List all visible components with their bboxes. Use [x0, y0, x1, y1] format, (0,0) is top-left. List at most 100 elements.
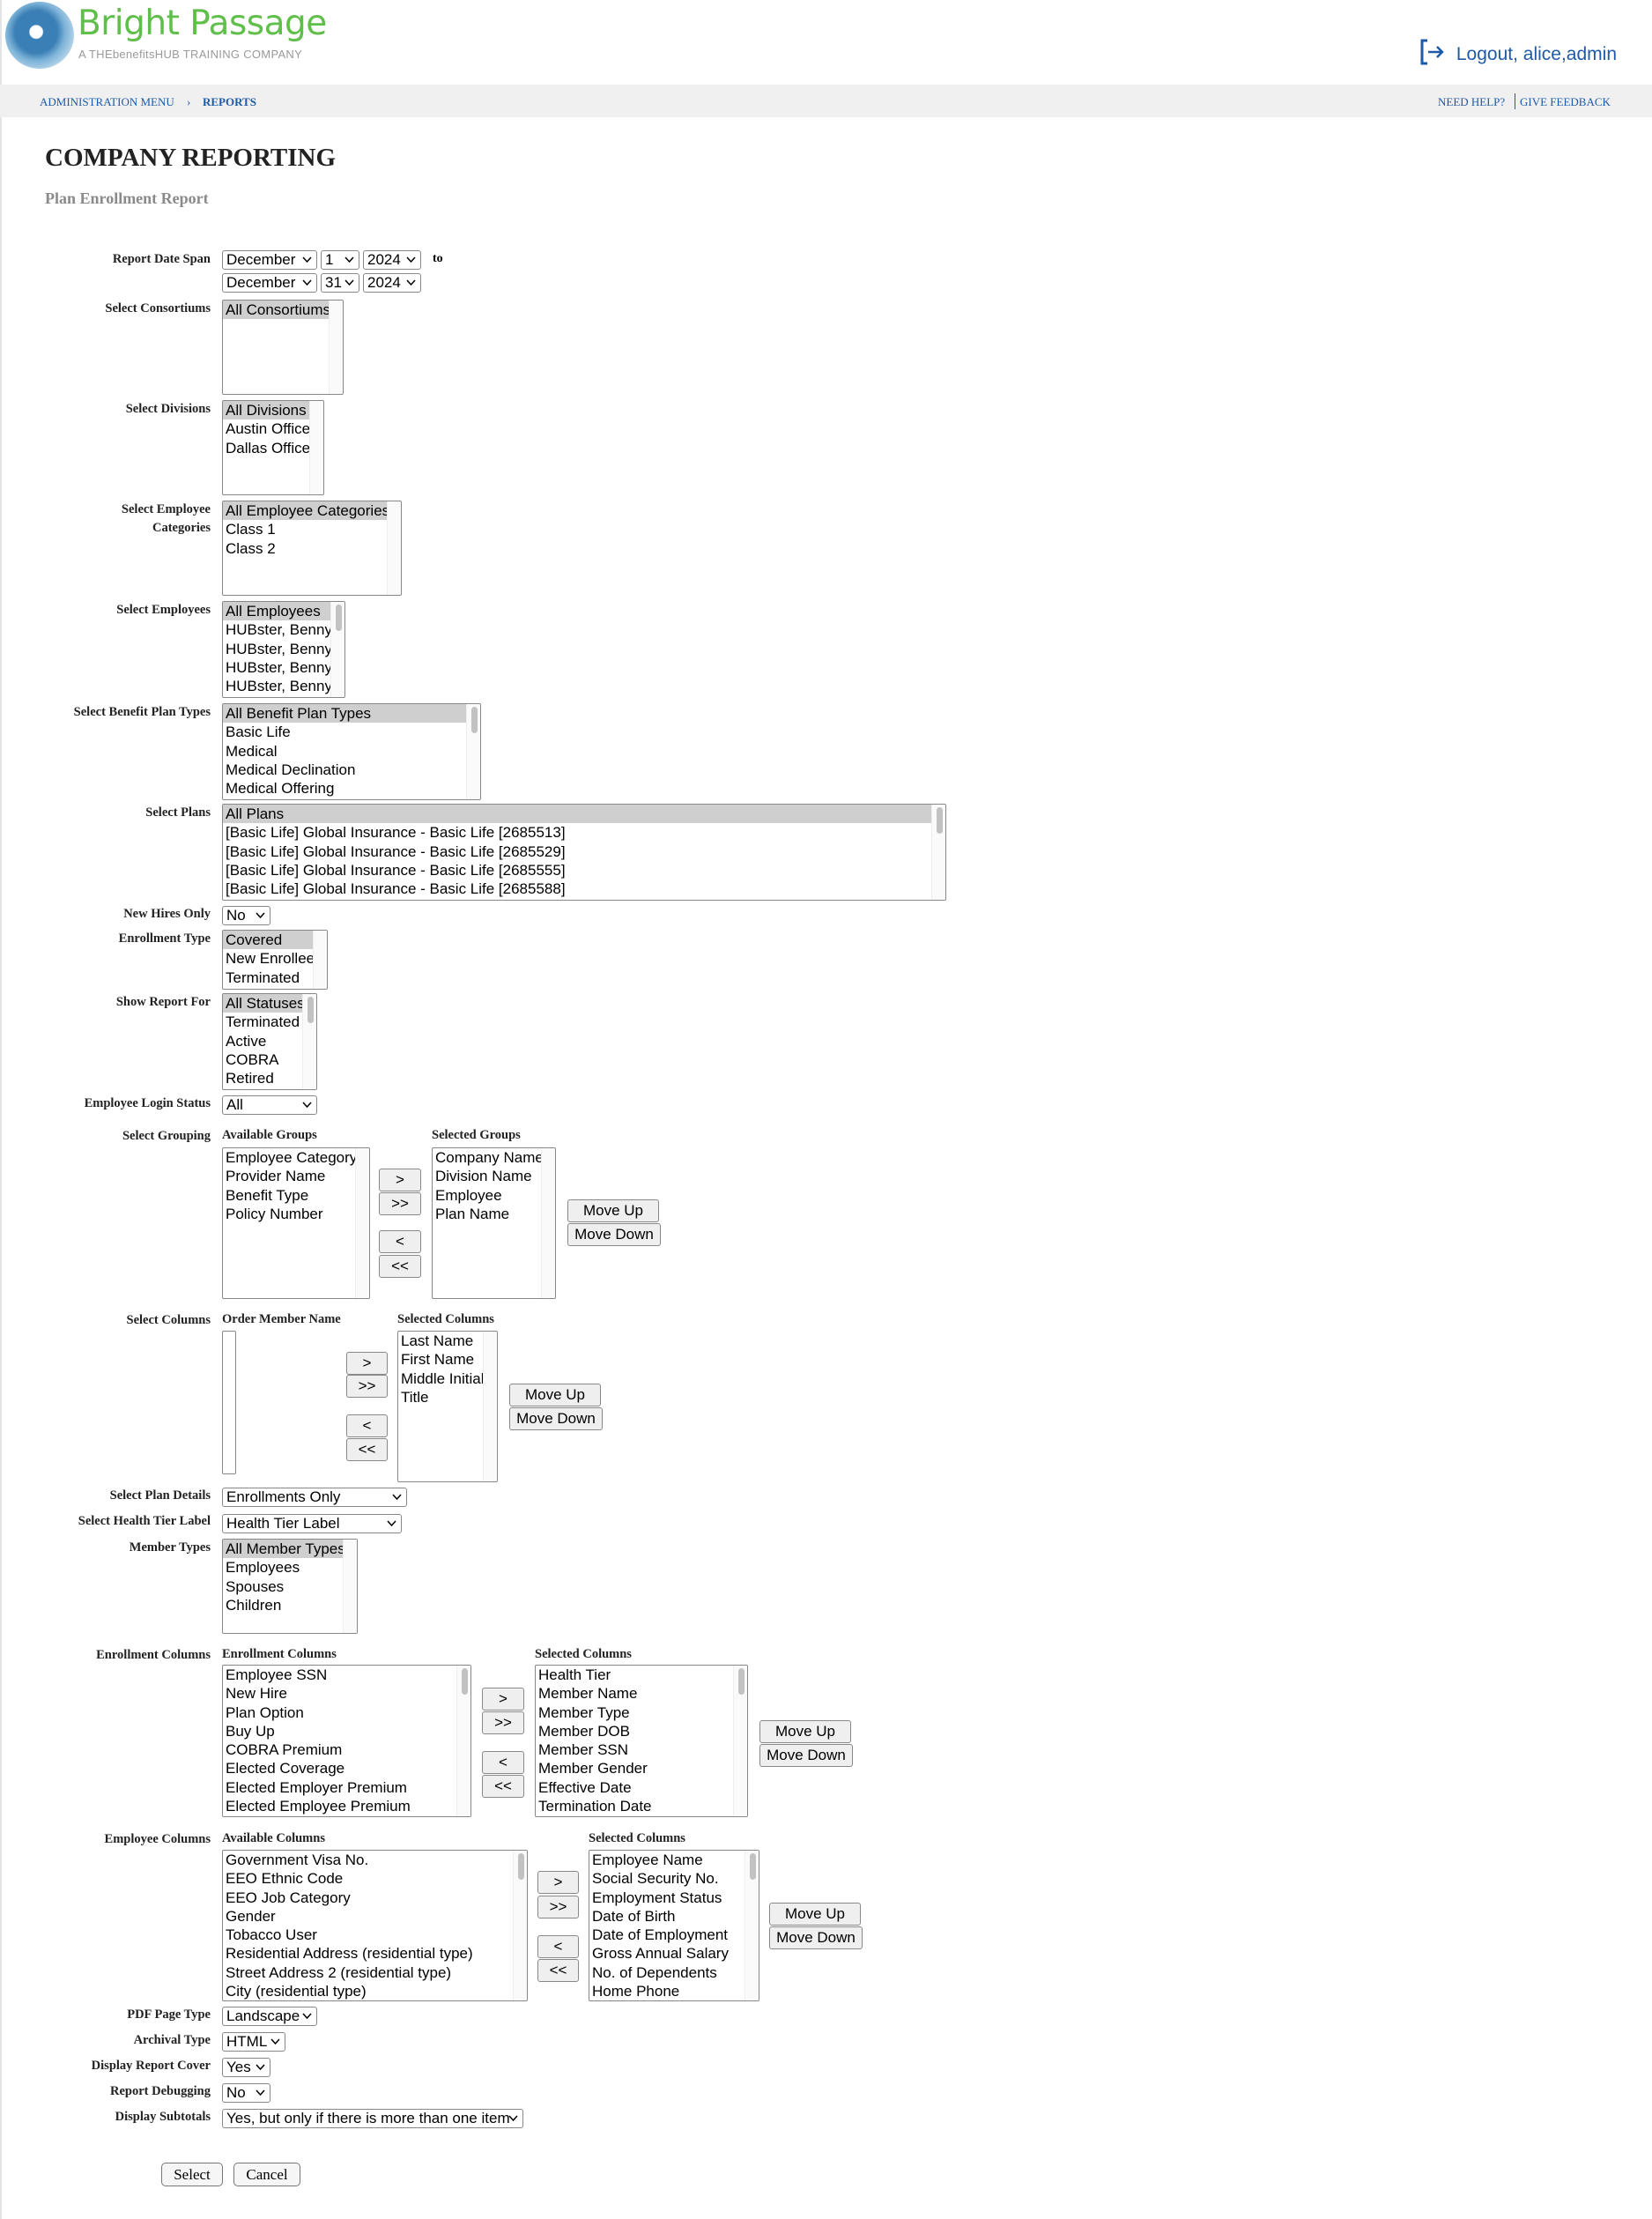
list-option[interactable]: HUBster, Benny	[226, 678, 332, 695]
scrollbar[interactable]	[302, 994, 316, 1089]
list-option[interactable]: All Employee Categories	[223, 501, 389, 521]
add-all-employee-columns-button[interactable]: >>	[537, 1896, 579, 1918]
list-option[interactable]: [Basic Life] Global Insurance - Basic Li…	[226, 824, 566, 842]
enrollment-move-down-button[interactable]: Move Down	[759, 1744, 853, 1767]
scrollbar[interactable]	[466, 704, 480, 799]
list-option[interactable]: All Divisions	[223, 401, 309, 420]
list-option[interactable]: Residential Address (residential type)	[226, 1945, 473, 1963]
new-hires-only-select[interactable]: No	[222, 906, 270, 925]
scrollbar[interactable]	[456, 1666, 470, 1816]
list-option[interactable]: New Enrollee	[226, 950, 315, 968]
logout-link[interactable]: Logout, alice,admin	[1419, 38, 1617, 71]
list-option[interactable]: Terminated	[226, 1013, 300, 1031]
from-year-select[interactable]: 2024	[363, 250, 421, 270]
scrollbar-thumb[interactable]	[307, 997, 314, 1023]
list-option[interactable]: Medical Offering	[226, 780, 335, 798]
list-option[interactable]: COBRA	[226, 1050, 279, 1068]
list-option[interactable]: Plan Option	[226, 1703, 304, 1721]
order-member-name-listbox[interactable]	[222, 1331, 236, 1474]
add-all-groups-button[interactable]: >>	[379, 1192, 421, 1215]
add-all-enrollment-columns-button[interactable]: >>	[482, 1711, 524, 1734]
employee-move-down-button[interactable]: Move Down	[769, 1926, 863, 1949]
list-option[interactable]: Employee	[435, 1186, 502, 1204]
scrollbar[interactable]	[355, 1148, 369, 1298]
list-option[interactable]: Covered	[223, 931, 313, 950]
list-option[interactable]: HUBster, Benny	[226, 640, 332, 657]
list-option[interactable]: Middle Initial	[401, 1369, 485, 1387]
to-month-select[interactable]: December	[222, 273, 317, 293]
plan-details-select[interactable]: Enrollments Only	[222, 1488, 407, 1507]
list-option[interactable]: HUBster, Benny	[226, 658, 332, 676]
list-option[interactable]: Elected Coverage	[226, 1760, 345, 1777]
list-option[interactable]: Member SSN	[538, 1741, 629, 1759]
list-option[interactable]: Health Tier	[538, 1666, 611, 1683]
enrollment-move-up-button[interactable]: Move Up	[759, 1720, 851, 1743]
scrollbar[interactable]	[483, 1332, 497, 1481]
give-feedback-link[interactable]: GIVE FEEDBACK	[1520, 95, 1611, 108]
list-option[interactable]: First Name	[401, 1351, 475, 1369]
scrollbar[interactable]	[541, 1148, 555, 1298]
list-option[interactable]: Government Visa No.	[226, 1852, 369, 1868]
list-option[interactable]: Date of Employment	[592, 1926, 729, 1944]
scrollbar-thumb[interactable]	[738, 1668, 745, 1695]
list-option[interactable]: [Basic Life] Global Insurance - Basic Li…	[226, 842, 566, 860]
list-option[interactable]: Employee Name	[592, 1852, 703, 1868]
groups-move-up-button[interactable]: Move Up	[567, 1199, 659, 1222]
list-option[interactable]: Benefit Type	[226, 1186, 309, 1204]
list-option[interactable]: Provider Name	[226, 1168, 326, 1185]
scrollbar[interactable]	[343, 1540, 357, 1633]
list-option[interactable]: Member Name	[538, 1685, 638, 1703]
list-option[interactable]: Elected Employee Premium	[226, 1798, 411, 1815]
list-option[interactable]: Children	[226, 1596, 282, 1614]
list-option[interactable]: All Plans	[223, 805, 931, 824]
consortiums-listbox[interactable]: All Consortiums	[222, 300, 344, 395]
scrollbar-thumb[interactable]	[937, 807, 943, 834]
scrollbar-thumb[interactable]	[750, 1853, 756, 1880]
add-group-button[interactable]: >	[379, 1169, 421, 1191]
list-option[interactable]: Elected Employer Premium	[226, 1778, 407, 1796]
display-subtotals-select[interactable]: Yes, but only if there is more than one …	[222, 2109, 523, 2128]
scrollbar[interactable]	[309, 401, 323, 494]
list-option[interactable]: [Basic Life] Global Insurance - Basic Li…	[226, 880, 566, 898]
list-option[interactable]: All Employees	[223, 602, 330, 621]
list-option[interactable]: Active	[226, 1032, 267, 1050]
list-option[interactable]: Last Name	[401, 1332, 474, 1349]
list-option[interactable]: Policy Number	[226, 1205, 323, 1222]
list-option[interactable]: Class 2	[226, 539, 276, 557]
from-month-select[interactable]: December	[222, 250, 317, 270]
list-option[interactable]: Medical	[226, 742, 278, 760]
list-option[interactable]: Spouses	[226, 1577, 285, 1595]
list-option[interactable]: No. of Dependents	[592, 1963, 717, 1981]
breadcrumb-reports[interactable]: REPORTS	[203, 95, 256, 108]
list-option[interactable]: Employee Category	[226, 1149, 358, 1166]
list-option[interactable]: Member Gender	[538, 1760, 648, 1777]
add-enrollment-column-button[interactable]: >	[482, 1688, 524, 1711]
scrollbar[interactable]	[733, 1666, 747, 1816]
list-option[interactable]: EEO Job Category	[226, 1889, 351, 1906]
list-option[interactable]: Retired	[226, 1070, 274, 1087]
list-option[interactable]: Division Name	[435, 1168, 532, 1185]
employee-move-up-button[interactable]: Move Up	[769, 1903, 861, 1926]
columns-move-down-button[interactable]: Move Down	[509, 1407, 603, 1430]
list-option[interactable]: All Member Types	[223, 1540, 345, 1559]
list-option[interactable]: Employee SSN	[226, 1666, 328, 1683]
list-option[interactable]: Social Security No.	[592, 1870, 719, 1888]
remove-employee-column-button[interactable]: <	[537, 1935, 579, 1958]
scrollbar[interactable]	[387, 501, 401, 595]
list-option[interactable]: All Consortiums	[223, 301, 330, 320]
scrollbar-thumb[interactable]	[462, 1668, 468, 1695]
list-option[interactable]: Dallas Office	[226, 439, 311, 456]
list-option[interactable]: Basic Life	[226, 724, 291, 741]
plans-listbox[interactable]: All Plans[Basic Life] Global Insurance -…	[222, 804, 946, 901]
scrollbar[interactable]	[329, 301, 343, 394]
list-option[interactable]: Member DOB	[538, 1722, 630, 1740]
list-option[interactable]: Employment Status	[592, 1889, 722, 1906]
